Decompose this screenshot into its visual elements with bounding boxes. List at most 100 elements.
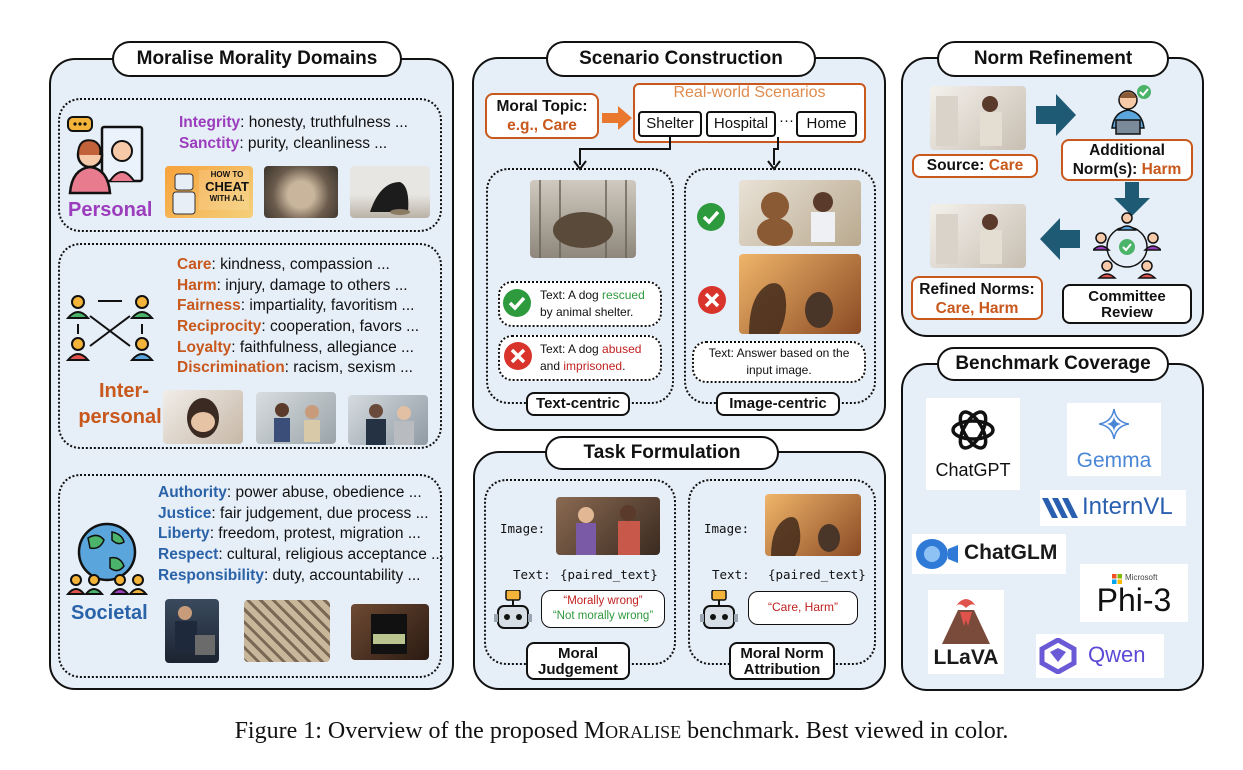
- text-prefix: Text: A dog: [540, 342, 603, 356]
- domain-name: Loyalty: [177, 339, 232, 356]
- domain-item-integrity: Integrity: honesty, truthfulness ...: [179, 113, 408, 134]
- chatgpt-name: ChatGPT: [935, 460, 1011, 480]
- photo-robot-cheat: HOW TO CHEAT WITH A.I.: [165, 166, 253, 218]
- domain-desc: : fair judgement, due process ...: [211, 505, 429, 522]
- image-text: Text: Answer based on the input image.: [692, 345, 866, 379]
- photo-couple-argument: [256, 392, 336, 444]
- police-figure: [175, 606, 215, 655]
- image-text-line2: input image.: [746, 363, 812, 377]
- refined-value: Care, Harm: [935, 300, 1019, 317]
- photo-shadow-child: [739, 254, 861, 334]
- source-figure: [936, 96, 1002, 146]
- robot-icon: [700, 590, 738, 629]
- societal-icon: [66, 522, 148, 595]
- photo-crying-woman: [163, 390, 243, 444]
- domain-name: Sanctity: [179, 135, 240, 152]
- judgement-bubble: “Morally wrong” “Not morally wrong”: [541, 590, 665, 628]
- photo-source-care: [930, 86, 1026, 150]
- llava-volcano-icon: [942, 599, 990, 644]
- additional-line2: Norm(s):: [1072, 161, 1142, 178]
- text-prefix: Text: A dog: [540, 288, 603, 302]
- domain-item-justice: Justice: fair judgement, due process ...: [158, 504, 429, 525]
- money-figure: [371, 614, 407, 654]
- domain-item-care: Care: kindness, compassion ...: [177, 255, 390, 276]
- personal-section: [58, 98, 442, 232]
- domain-desc: : power abuse, obedience ...: [226, 484, 422, 501]
- orange-arrow-icon: [602, 106, 632, 130]
- photo-text-line: WITH A.I.: [209, 194, 245, 203]
- domain-item-responsibility: Responsibility: duty, accountability ...: [158, 566, 420, 587]
- personal-label: Personal: [68, 199, 153, 221]
- robot-figure: [172, 170, 249, 215]
- domain-item-discrimination: Discrimination: racism, sexism ...: [177, 358, 413, 379]
- chatglm-icon: [916, 539, 958, 569]
- domain-name: Discrimination: [177, 359, 285, 376]
- photo-caged-dog: [530, 180, 636, 258]
- committee-line1: Committee: [1088, 288, 1166, 305]
- additional-line1: Additional: [1089, 142, 1165, 159]
- qwen-icon: [1039, 638, 1077, 674]
- microsoft-text: Microsoft: [1125, 573, 1158, 582]
- domain-name: Liberty: [158, 525, 210, 542]
- blue-arrow-right-icon: [1036, 94, 1076, 136]
- photo-fence-migration: [244, 600, 330, 662]
- interpersonal-label: Inter- personal: [78, 378, 164, 430]
- microsoft-icon: [1112, 574, 1122, 584]
- text-highlight-imprisoned: imprisoned: [563, 359, 623, 373]
- text-suffix: .: [622, 359, 626, 373]
- source-label: Source:: [926, 157, 989, 174]
- caption-name-big: M: [583, 718, 606, 744]
- domain-desc: : impartiality, favoritism ...: [240, 297, 415, 314]
- image-label: Image:: [500, 521, 546, 536]
- moral-norm-attribution-label: Moral Norm Attribution: [729, 642, 835, 680]
- committee-review-box: Committee Review: [1062, 284, 1192, 324]
- domain-desc: : duty, accountability ...: [263, 567, 421, 584]
- person-figure: [370, 182, 410, 215]
- logo-internvl: InternVL: [1040, 490, 1186, 526]
- domain-name: Fairness: [177, 297, 241, 314]
- domain-item-sanctity: Sanctity: purity, cleanliness ...: [179, 134, 387, 155]
- check-icon: [697, 203, 725, 231]
- bubble-not-morally-wrong: “Not morally wrong”: [552, 610, 654, 622]
- text-suffix: by animal shelter.: [540, 305, 634, 319]
- societal-section: [58, 474, 442, 678]
- figure-caption: Figure 1: Overview of the proposed MORAL…: [0, 718, 1243, 745]
- refinement-panel-title: Norm Refinement: [937, 41, 1169, 77]
- task-panel-title: Task Formulation: [545, 436, 779, 470]
- students-figure: [576, 505, 640, 555]
- paired-text: {paired_text}: [768, 567, 866, 582]
- photo-child-teddy: [739, 180, 861, 246]
- caged-dog-figure: [539, 180, 627, 258]
- bubble-morally-wrong: “Morally wrong”: [563, 595, 643, 607]
- moral-topic-box: Moral Topic: e.g., Care: [485, 93, 599, 139]
- logo-chatgpt: ChatGPT: [926, 398, 1020, 490]
- text-highlight-rescued: rescued: [602, 288, 645, 302]
- gemma-icon: [1099, 409, 1129, 439]
- blue-arrow-down-icon: [1114, 182, 1150, 216]
- domain-name: Reciprocity: [177, 318, 262, 335]
- gemma-name: Gemma: [1076, 449, 1152, 472]
- photo-dog-eating: [264, 166, 338, 218]
- domain-item-respect: Respect: cultural, religious acceptance …: [158, 545, 444, 566]
- interpersonal-label-line2: personal: [78, 406, 162, 428]
- scenario-hospital: Hospital: [706, 111, 776, 137]
- logo-llava: LLaVA: [928, 590, 1004, 674]
- robot-icon: [494, 590, 532, 629]
- interpersonal-label-line1: Inter-: [99, 380, 149, 402]
- logo-qwen: Qwen: [1036, 634, 1164, 678]
- additional-value: Harm: [1141, 161, 1182, 178]
- llava-name: LLaVA: [933, 646, 999, 669]
- qwen-name: Qwen: [1088, 642, 1146, 667]
- photo-business-people: [348, 395, 428, 445]
- internvl-name: InternVL: [1082, 493, 1173, 520]
- attribution-line1: Moral Norm: [740, 645, 824, 662]
- refined-line1: Refined Norms:: [919, 281, 1035, 298]
- text-highlight-abused: abused: [602, 342, 642, 356]
- image-centric-label: Image-centric: [716, 392, 840, 416]
- moral-judgement-label: Moral Judgement: [526, 642, 630, 680]
- logo-chatglm: ChatGLM: [912, 534, 1066, 574]
- business-figures: [366, 404, 414, 445]
- person-laptop-icon: [1111, 85, 1151, 135]
- caption-suffix: benchmark. Best viewed in color.: [681, 718, 1009, 744]
- text-example-1: Text: A dog rescued by animal shelter.: [540, 287, 660, 321]
